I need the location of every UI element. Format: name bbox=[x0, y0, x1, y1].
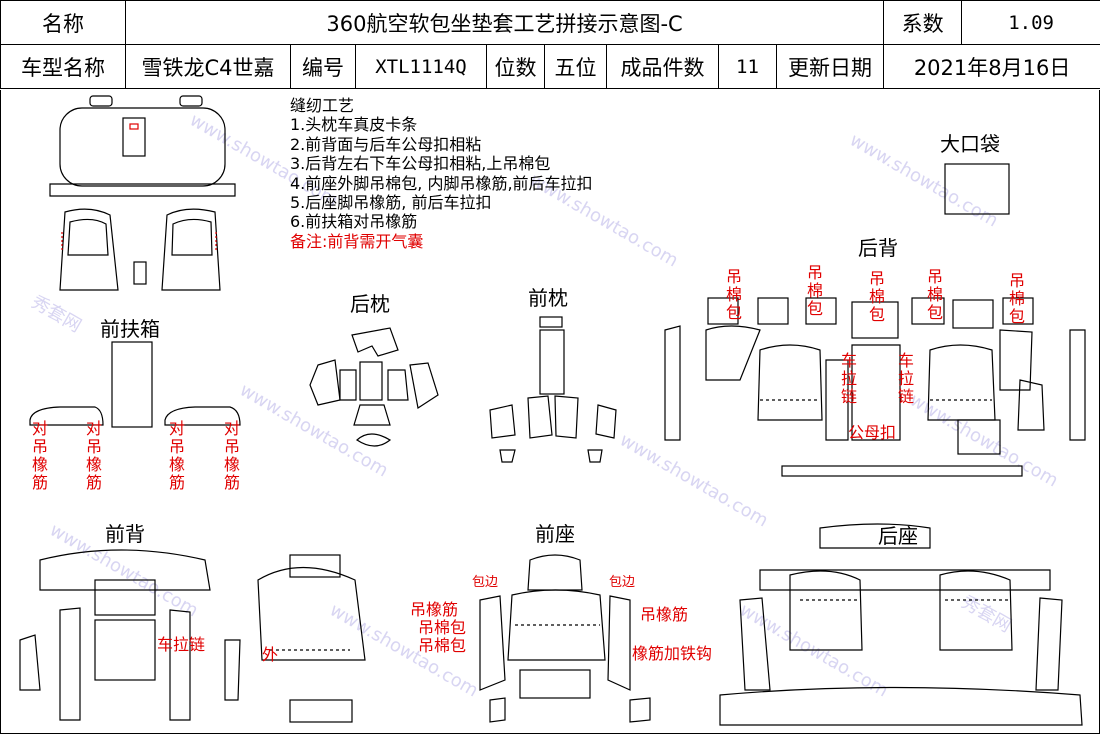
update-label: 更新日期 bbox=[775, 44, 885, 89]
annotation-bao-bian: 包边 bbox=[609, 575, 636, 590]
annotation-diao-mian-bao: 吊棉包 bbox=[418, 618, 467, 637]
notes-line: 4.前座外脚吊棉包, 内脚吊橡筋,前后车拉扣 bbox=[290, 173, 593, 193]
annotation-diao-mian-bao: 吊棉包 bbox=[806, 263, 823, 318]
notes-line: 5.后座脚吊橡筋, 前后车拉扣 bbox=[290, 193, 492, 213]
update-value: 2021年8月16日 bbox=[883, 44, 1100, 89]
model-value: 雪铁龙C4世嘉 bbox=[125, 44, 291, 89]
section-label-front-headrest: 前枕 bbox=[528, 286, 568, 310]
front-back-drawing bbox=[19, 549, 366, 723]
pieces-label: 成品件数 bbox=[606, 44, 719, 89]
annotation-wai: 外 bbox=[262, 645, 279, 664]
annotation-diao-mian-bao: 吊棉包 bbox=[868, 269, 885, 324]
sewing-notes: 缝纫工艺 1.头枕车真皮卡条 2.前背面与后车公母扣相粘 3.后背左右下车公母扣… bbox=[290, 96, 593, 251]
section-label-rear-headrest: 后枕 bbox=[350, 292, 390, 316]
annotation-diao-mian-bao: 吊棉包 bbox=[418, 636, 467, 655]
annotation-diao-mian-bao: 吊棉包 bbox=[1008, 271, 1025, 326]
annotation-diao-xiang-jin: 吊橡筋 bbox=[640, 605, 689, 624]
rear-seat-drawing bbox=[719, 523, 1083, 726]
section-label-big-pocket: 大口袋 bbox=[940, 132, 1000, 156]
annotation-diao-mian-bao: 吊棉包 bbox=[926, 267, 943, 322]
name-label: 名称 bbox=[0, 0, 126, 45]
annotation-xiang-jin-jia-tie-gou: 橡筋加铁钩 bbox=[632, 644, 713, 663]
annotation-dui-diao-xiang-jin: 对吊橡筋 bbox=[85, 419, 102, 492]
section-label-front-back: 前背 bbox=[105, 522, 145, 546]
annotation-dui-diao-xiang-jin: 对吊橡筋 bbox=[223, 419, 240, 492]
section-label-rear-seat: 后座 bbox=[878, 524, 918, 548]
section-label-rear-back: 后背 bbox=[858, 236, 898, 260]
notes-line: 2.前背面与后车公母扣相粘 bbox=[290, 134, 482, 154]
annotation-gong-mu-kou: 公母扣 bbox=[848, 423, 897, 442]
notes-remark: 备注:前背需开气囊 bbox=[290, 231, 424, 251]
coef-label: 系数 bbox=[883, 0, 963, 45]
annotation-che-la-lian: 车拉链 bbox=[840, 351, 857, 406]
section-label-armrest: 前扶箱 bbox=[100, 317, 160, 341]
annotation-diao-mian-bao: 吊棉包 bbox=[725, 267, 742, 322]
seat-overview-drawing bbox=[49, 95, 236, 291]
document-title: 360航空软包坐垫套工艺拼接示意图-C bbox=[124, 0, 885, 45]
seats-value: 五位 bbox=[544, 44, 607, 89]
notes-line: 3.后背左右下车公母扣相粘,上吊棉包 bbox=[290, 154, 551, 174]
annotation-che-la-lian: 车拉链 bbox=[897, 351, 914, 406]
rear-headrest-drawing bbox=[309, 327, 439, 447]
rear-back-drawing bbox=[664, 297, 1086, 477]
seats-label: 位数 bbox=[486, 44, 545, 89]
section-label-front-seat: 前座 bbox=[535, 522, 575, 546]
header-table: 名称 360航空软包坐垫套工艺拼接示意图-C 系数 1.09 车型名称 雪铁龙C… bbox=[0, 0, 1100, 89]
annotation-che-la-lian-front: 车拉链 bbox=[157, 635, 206, 654]
code-label: 编号 bbox=[290, 44, 356, 89]
pieces-value: 11 bbox=[718, 44, 777, 89]
annotation-diao-xiang-jin: 吊橡筋 bbox=[410, 600, 459, 619]
model-label: 车型名称 bbox=[0, 44, 126, 89]
front-seat-drawing bbox=[479, 554, 651, 723]
annotation-bao-bian: 包边 bbox=[472, 575, 499, 590]
notes-line: 6.前扶箱对吊橡筋 bbox=[290, 212, 418, 232]
notes-heading: 缝纫工艺 bbox=[290, 96, 355, 115]
big-pocket-drawing bbox=[944, 163, 1010, 215]
annotation-dui-diao-xiang-jin: 对吊橡筋 bbox=[168, 419, 185, 492]
notes-line: 1.头枕车真皮卡条 bbox=[290, 115, 418, 135]
armrest-drawing bbox=[29, 341, 241, 428]
annotation-dui-diao-xiang-jin: 对吊橡筋 bbox=[31, 419, 48, 492]
front-headrest-drawing bbox=[489, 316, 617, 463]
